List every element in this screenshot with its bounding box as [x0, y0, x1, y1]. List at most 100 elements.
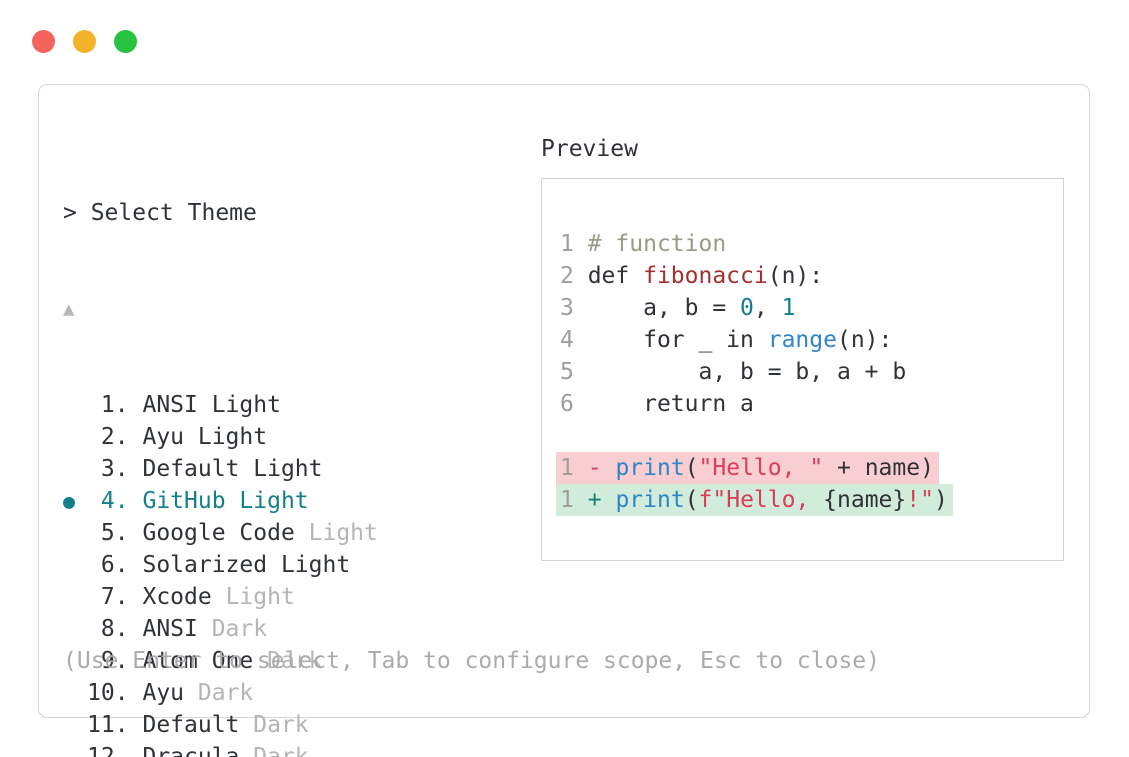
code-token: +: [587, 487, 602, 513]
theme-item-number: 4.: [100, 488, 129, 514]
code-token: [602, 455, 616, 481]
code-token: # function: [587, 231, 727, 257]
code-token: return a: [587, 391, 754, 417]
code-token: 0: [740, 295, 754, 321]
code-token: print: [615, 487, 685, 513]
scroll-up-icon[interactable]: ▲: [63, 298, 75, 320]
theme-list: 1. ANSI Light 2. Ayu Light 3. Default Li…: [63, 389, 378, 757]
bullet-placeholder: [63, 549, 87, 581]
code-token: (: [684, 455, 699, 481]
code-line: 4 for _ in range(n):: [560, 324, 953, 356]
code-token: ,: [753, 295, 782, 321]
code-line: 1 # function: [560, 228, 953, 260]
bullet-placeholder: [63, 453, 87, 485]
code-token: [574, 455, 588, 481]
selected-bullet-icon: ●: [63, 489, 76, 513]
theme-item-variant: Dark: [184, 680, 254, 706]
diff-highlight: 1 - print("Hello, " + name): [556, 452, 939, 484]
theme-list-item[interactable]: 9. Atom One Dark: [63, 645, 378, 677]
theme-item-label: Default: [142, 712, 240, 738]
code-token: 1: [560, 231, 588, 257]
theme-picker-panel: > Select Theme ▲ 1. ANSI Light 2. Ayu Li…: [38, 84, 1090, 757]
theme-item-label: GitHub Light: [142, 488, 309, 514]
theme-item-label: Solarized Light: [142, 552, 351, 578]
code-line: 2 def fibonacci(n):: [560, 260, 953, 292]
theme-item-label: Default Light: [142, 456, 323, 482]
code-token: range: [767, 327, 837, 353]
code-token: 1: [560, 487, 574, 513]
code-token: for _ in: [587, 327, 768, 353]
preview-label: Preview: [541, 136, 638, 162]
theme-item-number: 12.: [87, 744, 129, 757]
theme-list-item[interactable]: 8. ANSI Dark: [63, 613, 378, 645]
theme-list-item[interactable]: 6. Solarized Light: [63, 549, 378, 581]
theme-item-label: Ayu Light: [142, 424, 268, 450]
theme-item-label: ANSI: [142, 616, 198, 642]
code-token: ): [933, 487, 948, 513]
theme-list-item[interactable]: 7. Xcode Light: [63, 581, 378, 613]
code-token: fibonacci: [643, 263, 768, 289]
theme-item-number: 3.: [100, 456, 129, 482]
code-token: {name}: [823, 487, 907, 513]
theme-item-variant: Light: [294, 520, 378, 546]
diff-line-added: 1 + print(f"Hello, {name}!"): [556, 484, 953, 516]
theme-list-item[interactable]: 2. Ayu Light: [63, 421, 378, 453]
theme-item-variant: Dark: [239, 712, 309, 738]
code-token: 1: [560, 455, 574, 481]
theme-item-number: 11.: [87, 712, 129, 738]
theme-list-item[interactable]: 12. Dracula Dark: [63, 741, 378, 757]
code-line: 5 a, b = b, a + b: [560, 356, 953, 388]
code-token: (n):: [767, 263, 824, 289]
code-token: 5: [560, 359, 588, 385]
code-token: (n):: [836, 327, 893, 353]
theme-list-item[interactable]: 11. Default Dark: [63, 709, 378, 741]
bullet-placeholder: [63, 709, 87, 741]
bullet-placeholder: [63, 613, 87, 645]
theme-list-item[interactable]: 5. Google Code Light: [63, 517, 378, 549]
theme-list-item[interactable]: 3. Default Light: [63, 453, 378, 485]
theme-item-number: 9.: [100, 648, 129, 674]
code-token: (: [684, 487, 699, 513]
footer-hint: (Use Enter to select, Tab to configure s…: [63, 648, 880, 674]
theme-item-label: Dracula: [142, 744, 240, 757]
minimize-window-button[interactable]: [73, 30, 96, 53]
diff-line-removed: 1 - print("Hello, " + name): [556, 452, 953, 484]
code-token: print: [615, 455, 685, 481]
close-window-button[interactable]: [32, 30, 55, 53]
theme-list-item[interactable]: ● 4. GitHub Light: [63, 485, 378, 517]
theme-list-item[interactable]: 1. ANSI Light: [63, 389, 378, 421]
code-token: a, b = b, a + b: [587, 359, 907, 385]
theme-list-item[interactable]: 10. Ayu Dark: [63, 677, 378, 709]
theme-item-variant: Dark: [253, 648, 323, 674]
code-token: 2: [560, 263, 588, 289]
code-token: 3: [560, 295, 588, 321]
code-token: [602, 487, 616, 513]
theme-item-variant: Light: [211, 584, 295, 610]
theme-item-number: 2.: [100, 424, 129, 450]
code-token: f"Hello,: [698, 487, 824, 513]
code-line: [560, 420, 953, 452]
theme-item-variant: Dark: [197, 616, 268, 642]
bullet-placeholder: [63, 389, 87, 421]
theme-item-label: Ayu: [142, 680, 185, 706]
code-token: a, b =: [587, 295, 741, 321]
theme-item-number: 8.: [100, 616, 129, 642]
code-token: "Hello, ": [698, 455, 824, 481]
zoom-window-button[interactable]: [114, 30, 137, 53]
theme-item-variant: Dark: [239, 744, 309, 757]
window-controls: [32, 30, 137, 53]
prompt-text: > Select Theme: [63, 200, 257, 226]
bullet-placeholder: [63, 421, 87, 453]
theme-item-number: 7.: [100, 584, 129, 610]
code-token: !": [906, 487, 934, 513]
theme-item-number: 6.: [100, 552, 129, 578]
theme-item-label: Atom One: [142, 648, 254, 674]
code-line: 6 return a: [560, 388, 953, 420]
diff-highlight: 1 + print(f"Hello, {name}!"): [556, 484, 953, 516]
theme-item-number: 10.: [87, 680, 129, 706]
bullet-placeholder: [63, 517, 87, 549]
theme-item-label: ANSI Light: [142, 392, 281, 418]
